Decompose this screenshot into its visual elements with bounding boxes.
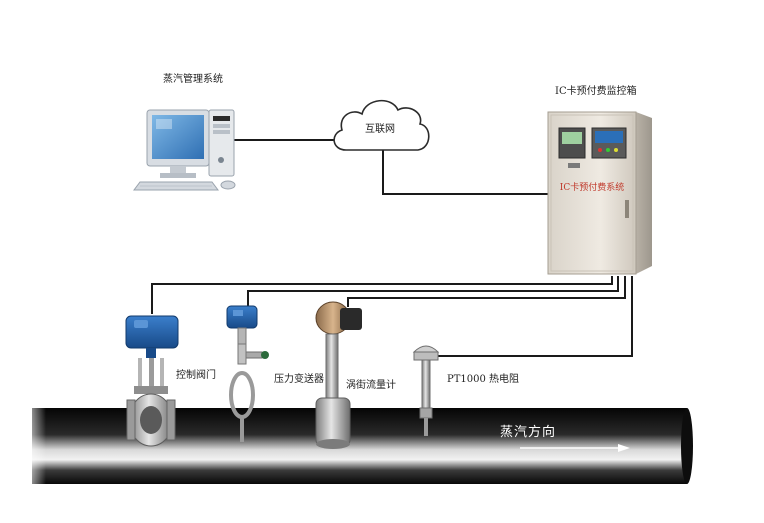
steam-direction-label: 蒸汽方向 [500, 425, 557, 440]
network-wires [151, 139, 633, 357]
ic-cabinet-label: IC卡预付费监控箱 [555, 86, 637, 97]
wire-cabinet-valve [151, 276, 613, 314]
pt1000-label: PT1000 热电阻 [447, 374, 520, 385]
wire-cabinet-transmitter [247, 276, 619, 306]
wire-cabinet-sensor [438, 276, 633, 357]
arrow-right-icon [520, 444, 630, 452]
internet-label: 互联网 [365, 124, 395, 135]
pressure-transmitter-label: 压力变送器 [274, 374, 324, 385]
vortex-flowmeter-label: 涡街流量计 [346, 380, 396, 391]
pressure-transmitter-icon [226, 305, 269, 442]
cloud-icon [333, 99, 430, 151]
control-cabinet-icon [547, 111, 652, 275]
control-valve-icon [125, 315, 179, 447]
cabinet-panel-label: IC卡预付费系统 [560, 181, 624, 193]
control-valve-label: 控制阀门 [176, 370, 216, 381]
desktop-computer-icon [133, 109, 236, 191]
vortex-flowmeter-icon [315, 301, 362, 449]
wire-cabinet-flowmeter [347, 276, 626, 307]
wire-cloud-cabinet [382, 150, 548, 195]
steam-management-system-label: 蒸汽管理系统 [163, 74, 223, 85]
rtd-sensor-icon [412, 345, 440, 436]
